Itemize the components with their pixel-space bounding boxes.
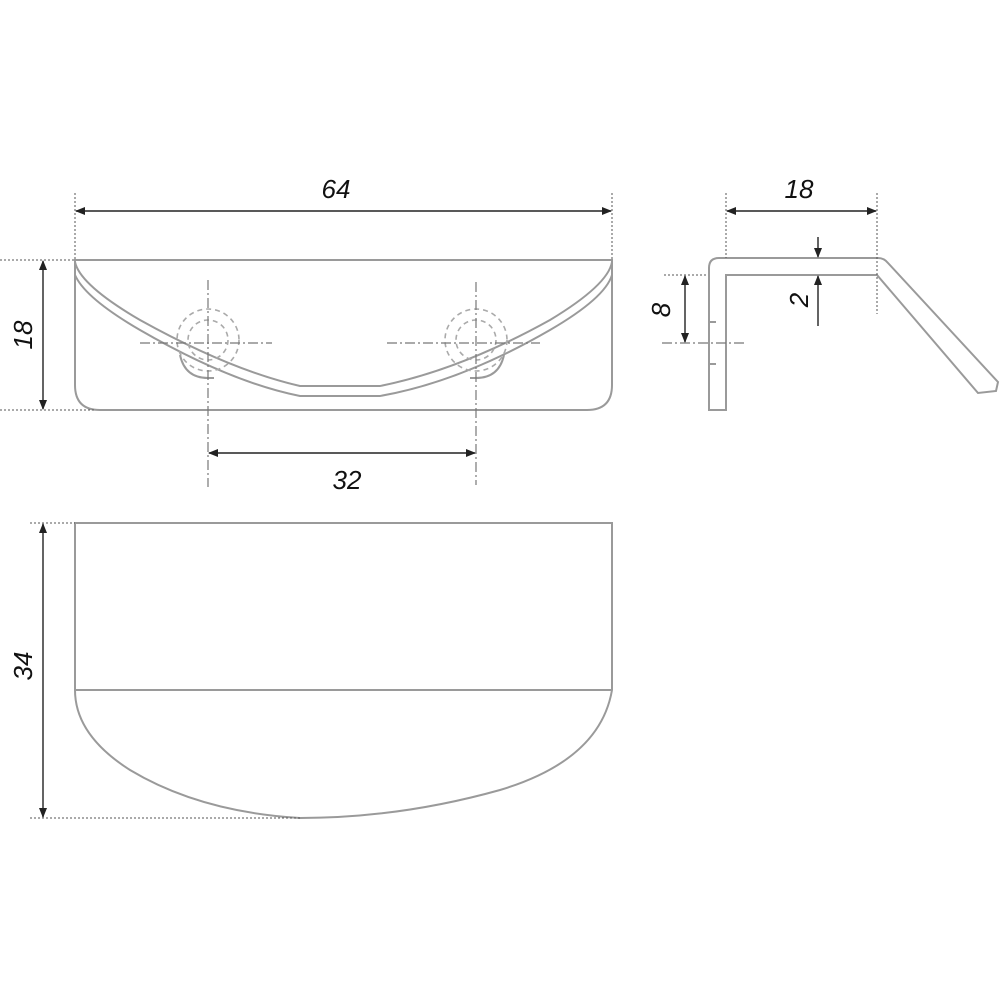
top-outline [74, 522, 613, 820]
thickness-label: 2 [784, 292, 814, 308]
hole-height-label: 8 [646, 302, 676, 317]
depth-label: 18 [785, 174, 814, 204]
hole-spacing-label: 32 [333, 465, 362, 495]
side-view: 18 8 2 [646, 174, 1000, 411]
width-label: 64 [322, 174, 351, 204]
side-profile [708, 257, 1000, 411]
front-curve-outer [74, 261, 613, 387]
height-label: 18 [8, 320, 38, 349]
top-height-label: 34 [8, 652, 38, 681]
front-view: 64 18 32 [0, 174, 613, 495]
front-curve-inner [74, 274, 613, 397]
top-view: 34 [8, 522, 613, 820]
front-outline [74, 259, 613, 411]
